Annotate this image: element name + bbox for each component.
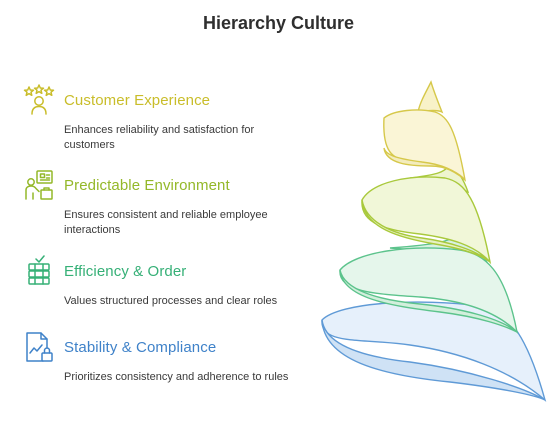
item-label: Predictable Environment <box>64 176 230 194</box>
page-title: Hierarchy Culture <box>202 13 355 33</box>
item-description: Ensures consistent and reliable employee… <box>64 209 268 236</box>
stacked-checklist-icon <box>23 255 55 287</box>
cone-band-yellow <box>383 80 467 182</box>
item-predictable-environment: Predictable Environment Ensures consiste… <box>23 169 323 238</box>
item-stability-compliance: Stability & Compliance Prioritizes consi… <box>23 331 323 385</box>
document-chart-lock-icon <box>23 331 55 363</box>
cone-band-lime <box>361 160 492 265</box>
spiral-cone-svg <box>321 80 547 403</box>
item-description: Prioritizes consistency and adherence to… <box>64 371 289 383</box>
spiral-cone-graphic <box>300 70 557 423</box>
item-label: Customer Experience <box>64 91 211 109</box>
item-label: Stability & Compliance <box>64 338 217 356</box>
item-efficiency-order: Efficiency & Order Values structured pro… <box>23 255 323 309</box>
stars-person-icon <box>23 84 55 116</box>
item-description: Values structured processes and clear ro… <box>64 295 278 307</box>
item-description: Enhances reliability and satisfaction fo… <box>64 124 255 151</box>
item-customer-experience: Customer Experience Enhances reliability… <box>23 84 323 153</box>
person-board-icon <box>23 169 55 201</box>
item-label: Efficiency & Order <box>64 262 187 280</box>
